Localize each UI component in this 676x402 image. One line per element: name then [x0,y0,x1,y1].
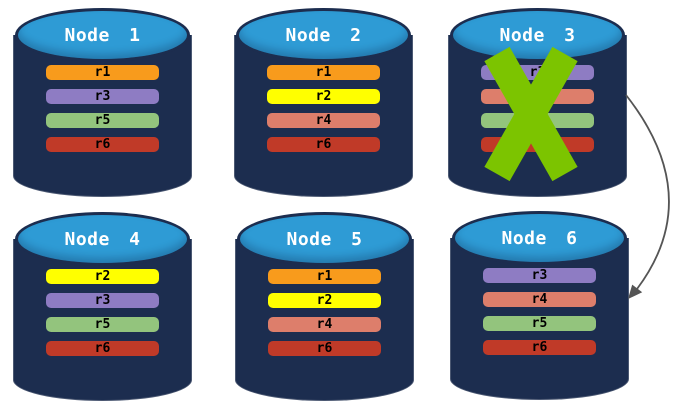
replica-bar: r4 [268,317,381,332]
replica-bar: r2 [268,293,381,308]
replica-bar: r5 [46,113,159,128]
replica-label: r1 [315,65,332,80]
node-title: Node 3 [499,24,576,46]
database-cylinder-top: Node 5 [237,212,412,266]
replica-bar: r6 [46,341,159,356]
node-3: Node 3 r3 [448,8,627,197]
node-title: Node 1 [64,24,141,46]
node-title: Node 6 [501,227,578,249]
node-2: Node 2 r1 r2 r4 r6 [234,8,413,197]
replica-list: r3 r4 r5 r6 [483,268,596,364]
replica-list: r1 r2 r4 r6 [267,65,380,161]
replica-label: r2 [94,269,111,284]
replica-bar: r5 [483,316,596,331]
replica-label: r5 [94,113,111,128]
replica-list: r1 r2 r4 r6 [268,269,381,365]
replica-bar: r1 [268,269,381,284]
database-cylinder-body [235,239,414,401]
database-cylinder-top: Node 2 [236,8,411,62]
database-cylinder-top: Node 4 [15,212,190,266]
replica-bar: r6 [483,340,596,355]
replica-label: r6 [531,340,548,355]
replica-label: r1 [94,65,111,80]
replica-label: r4 [316,317,333,332]
replica-bar: r5 [46,317,159,332]
replica-label: r3 [94,293,111,308]
replica-bar: r6 [268,341,381,356]
replica-bar: r1 [267,65,380,80]
replica-bar: r3 [483,268,596,283]
replica-label: r4 [315,113,332,128]
replica-bar: r3 [46,293,159,308]
replica-list: r2 r3 r5 r6 [46,269,159,365]
database-cylinder-top: Node 6 [452,211,627,265]
replica-label: r6 [315,137,332,152]
replica-bar: r4 [267,113,380,128]
node-title: Node 5 [286,228,363,250]
replica-label: r6 [316,341,333,356]
replica-label: r4 [531,292,548,307]
replica-label: r5 [94,317,111,332]
node-4: Node 4 r2 r3 r5 r6 [13,212,192,401]
replica-label: r5 [531,316,548,331]
replica-label: r3 [94,89,111,104]
database-cylinder-top: Node 1 [15,8,190,62]
replica-bar: r6 [267,137,380,152]
replica-bar: r4 [483,292,596,307]
replica-label: r2 [316,293,333,308]
replica-bar: r3 [46,89,159,104]
node-5: Node 5 r1 r2 r4 r6 [235,212,414,401]
database-cylinder-top: Node 3 [450,8,625,62]
replica-bar: r6 [46,137,159,152]
replica-label: r6 [94,341,111,356]
replica-list: r1 r3 r5 r6 [46,65,159,161]
node-title: Node 4 [64,228,141,250]
replica-label: r2 [315,89,332,104]
node-title: Node 2 [285,24,362,46]
failure-x-icon [484,46,578,182]
replica-bar: r2 [46,269,159,284]
node-1: Node 1 r1 r3 r5 r6 [13,8,192,197]
replica-bar: r2 [267,89,380,104]
replica-label: r3 [531,268,548,283]
replica-label: r1 [316,269,333,284]
replica-label: r6 [94,137,111,152]
replica-bar: r1 [46,65,159,80]
node-6: Node 6 r3 r4 r5 r6 [450,211,629,400]
